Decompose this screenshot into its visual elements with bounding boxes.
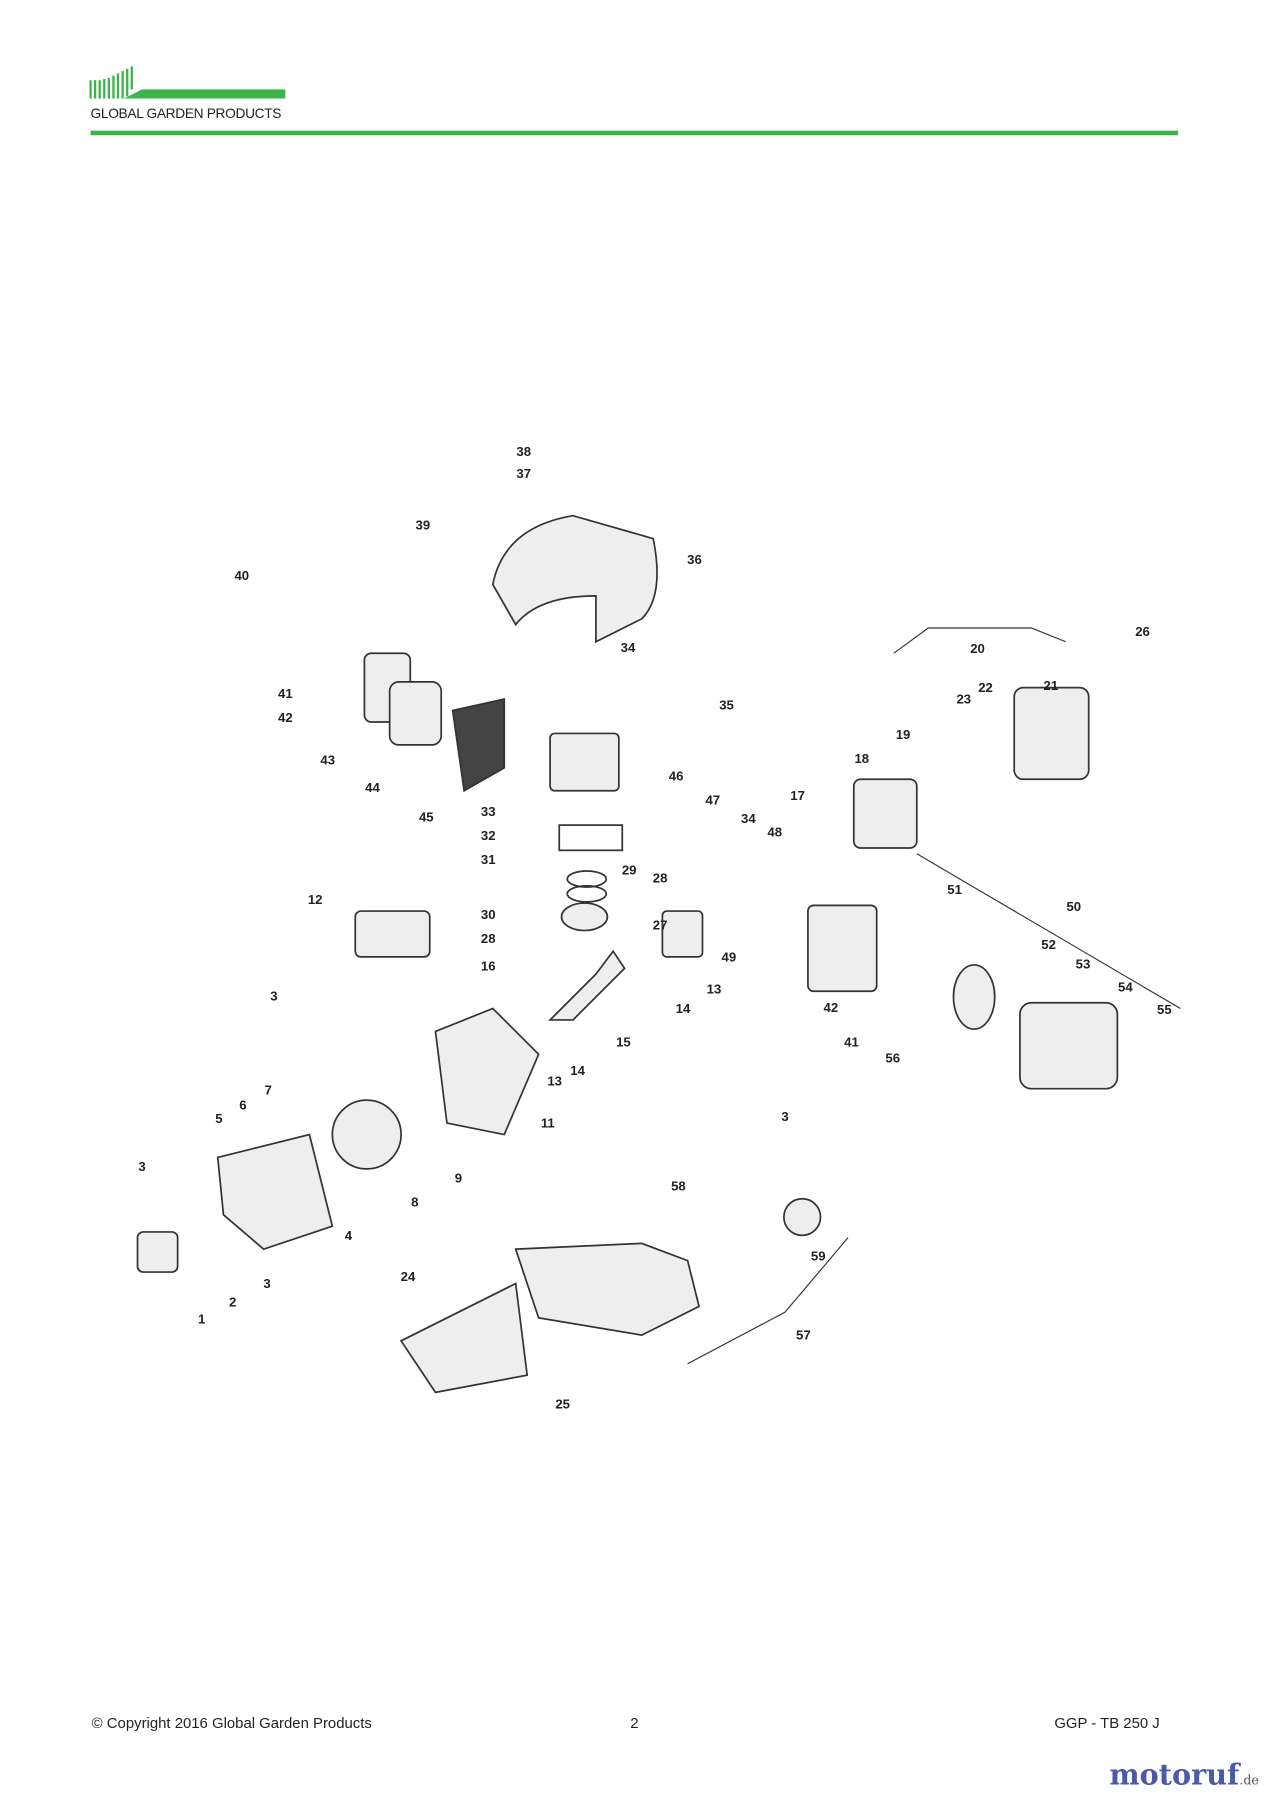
- callout-21: 21: [1043, 679, 1059, 694]
- callout-3: 3: [263, 1277, 271, 1292]
- callout-56: 56: [885, 1052, 901, 1066]
- callout-49: 49: [721, 951, 737, 965]
- callout-14: 14: [675, 1002, 691, 1017]
- callout-15: 15: [616, 1035, 631, 1050]
- callout-11: 11: [540, 1117, 555, 1132]
- callout-44: 44: [365, 781, 380, 796]
- callout-53: 53: [1075, 958, 1091, 972]
- callout-33: 33: [480, 805, 496, 820]
- callout-18: 18: [854, 752, 870, 767]
- callout-34: 34: [741, 812, 756, 827]
- callout-23: 23: [956, 693, 972, 708]
- callout-51: 51: [947, 883, 962, 898]
- starter-housing: [852, 778, 918, 849]
- motoruf-watermark: motoruf.de: [1109, 1758, 1259, 1791]
- callout-36: 36: [687, 553, 702, 568]
- callout-2: 2: [228, 1296, 237, 1310]
- callout-13: 13: [547, 1074, 562, 1089]
- callout-13: 13: [706, 983, 722, 998]
- copyright-text: © Copyright 2016 Global Garden Products: [91, 1714, 372, 1732]
- callout-42: 42: [278, 711, 293, 726]
- callout-43: 43: [320, 754, 336, 768]
- callout-50: 50: [1066, 900, 1082, 915]
- gasket: [558, 824, 624, 852]
- callout-46: 46: [668, 770, 684, 784]
- crankcase: [434, 1007, 540, 1136]
- engine-cover: [491, 514, 658, 644]
- callout-3: 3: [270, 990, 278, 1004]
- callout-42: 42: [823, 1001, 839, 1016]
- callout-6: 6: [239, 1099, 247, 1113]
- callout-59: 59: [810, 1250, 826, 1265]
- callout-5: 5: [215, 1112, 223, 1127]
- callout-32: 32: [480, 829, 496, 844]
- callout-4: 4: [344, 1229, 353, 1244]
- crankshaft: [548, 949, 626, 1021]
- heat-shield: [451, 697, 506, 793]
- page-number: 2: [630, 1714, 639, 1732]
- carburetor: [661, 910, 704, 958]
- watermark-text: motoruf: [1109, 1757, 1240, 1792]
- flywheel: [331, 1099, 402, 1170]
- clutch: [136, 1231, 179, 1273]
- callout-30: 30: [480, 908, 496, 923]
- fan-housing: [216, 1133, 334, 1251]
- callout-47: 47: [705, 794, 721, 808]
- callout-25: 25: [555, 1398, 571, 1412]
- muffler: [388, 681, 443, 746]
- watermark-suffix: .de: [1239, 1772, 1259, 1788]
- callout-24: 24: [400, 1270, 416, 1285]
- air-filter: [952, 964, 996, 1030]
- callout-26: 26: [1135, 625, 1150, 640]
- callout-35: 35: [719, 699, 734, 713]
- air-filter-cover: [1019, 1001, 1119, 1090]
- brand-name: GLOBAL GARDEN PRODUCTS: [90, 105, 282, 122]
- callout-20: 20: [970, 642, 985, 657]
- piston: [560, 902, 609, 932]
- callout-52: 52: [1041, 938, 1056, 953]
- callout-3: 3: [138, 1160, 146, 1175]
- piston-ring: [566, 884, 608, 903]
- callout-28: 28: [480, 932, 496, 947]
- callout-39: 39: [415, 519, 431, 533]
- air-filter-base: [807, 904, 878, 993]
- ggp-logo-icon: [89, 66, 286, 99]
- callout-55: 55: [1157, 1003, 1172, 1018]
- cylinder: [549, 732, 620, 792]
- callout-41: 41: [278, 687, 293, 702]
- callout-28: 28: [652, 872, 668, 886]
- callout-29: 29: [621, 864, 637, 878]
- callout-40: 40: [234, 569, 250, 584]
- model-code: GGP - TB 250 J: [1054, 1714, 1160, 1732]
- callout-3: 3: [781, 1110, 789, 1125]
- callout-58: 58: [671, 1180, 686, 1195]
- callout-54: 54: [1118, 980, 1133, 995]
- callout-12: 12: [307, 893, 323, 908]
- callout-41: 41: [844, 1035, 859, 1050]
- callout-14: 14: [570, 1064, 585, 1079]
- callout-22: 22: [978, 681, 993, 696]
- callout-7: 7: [264, 1084, 272, 1098]
- header-rule: [90, 130, 1179, 136]
- callout-17: 17: [790, 789, 805, 804]
- callout-38: 38: [516, 445, 532, 460]
- callout-9: 9: [454, 1172, 463, 1187]
- callout-57: 57: [796, 1329, 811, 1344]
- callout-16: 16: [480, 960, 496, 975]
- callout-48: 48: [767, 826, 783, 841]
- recoil-starter: [1013, 686, 1090, 781]
- callout-19: 19: [895, 728, 911, 743]
- frame: [399, 1282, 529, 1394]
- callout-37: 37: [516, 467, 532, 482]
- ignition-coil: [354, 910, 431, 958]
- callout-45: 45: [418, 811, 434, 826]
- callout-31: 31: [480, 853, 496, 868]
- fuel-cap: [783, 1197, 822, 1237]
- callout-27: 27: [652, 919, 668, 933]
- callout-34: 34: [620, 641, 636, 656]
- fuel-tank: [514, 1242, 701, 1336]
- callout-8: 8: [411, 1196, 419, 1211]
- callout-1: 1: [198, 1313, 206, 1328]
- piston-ring: [566, 870, 608, 888]
